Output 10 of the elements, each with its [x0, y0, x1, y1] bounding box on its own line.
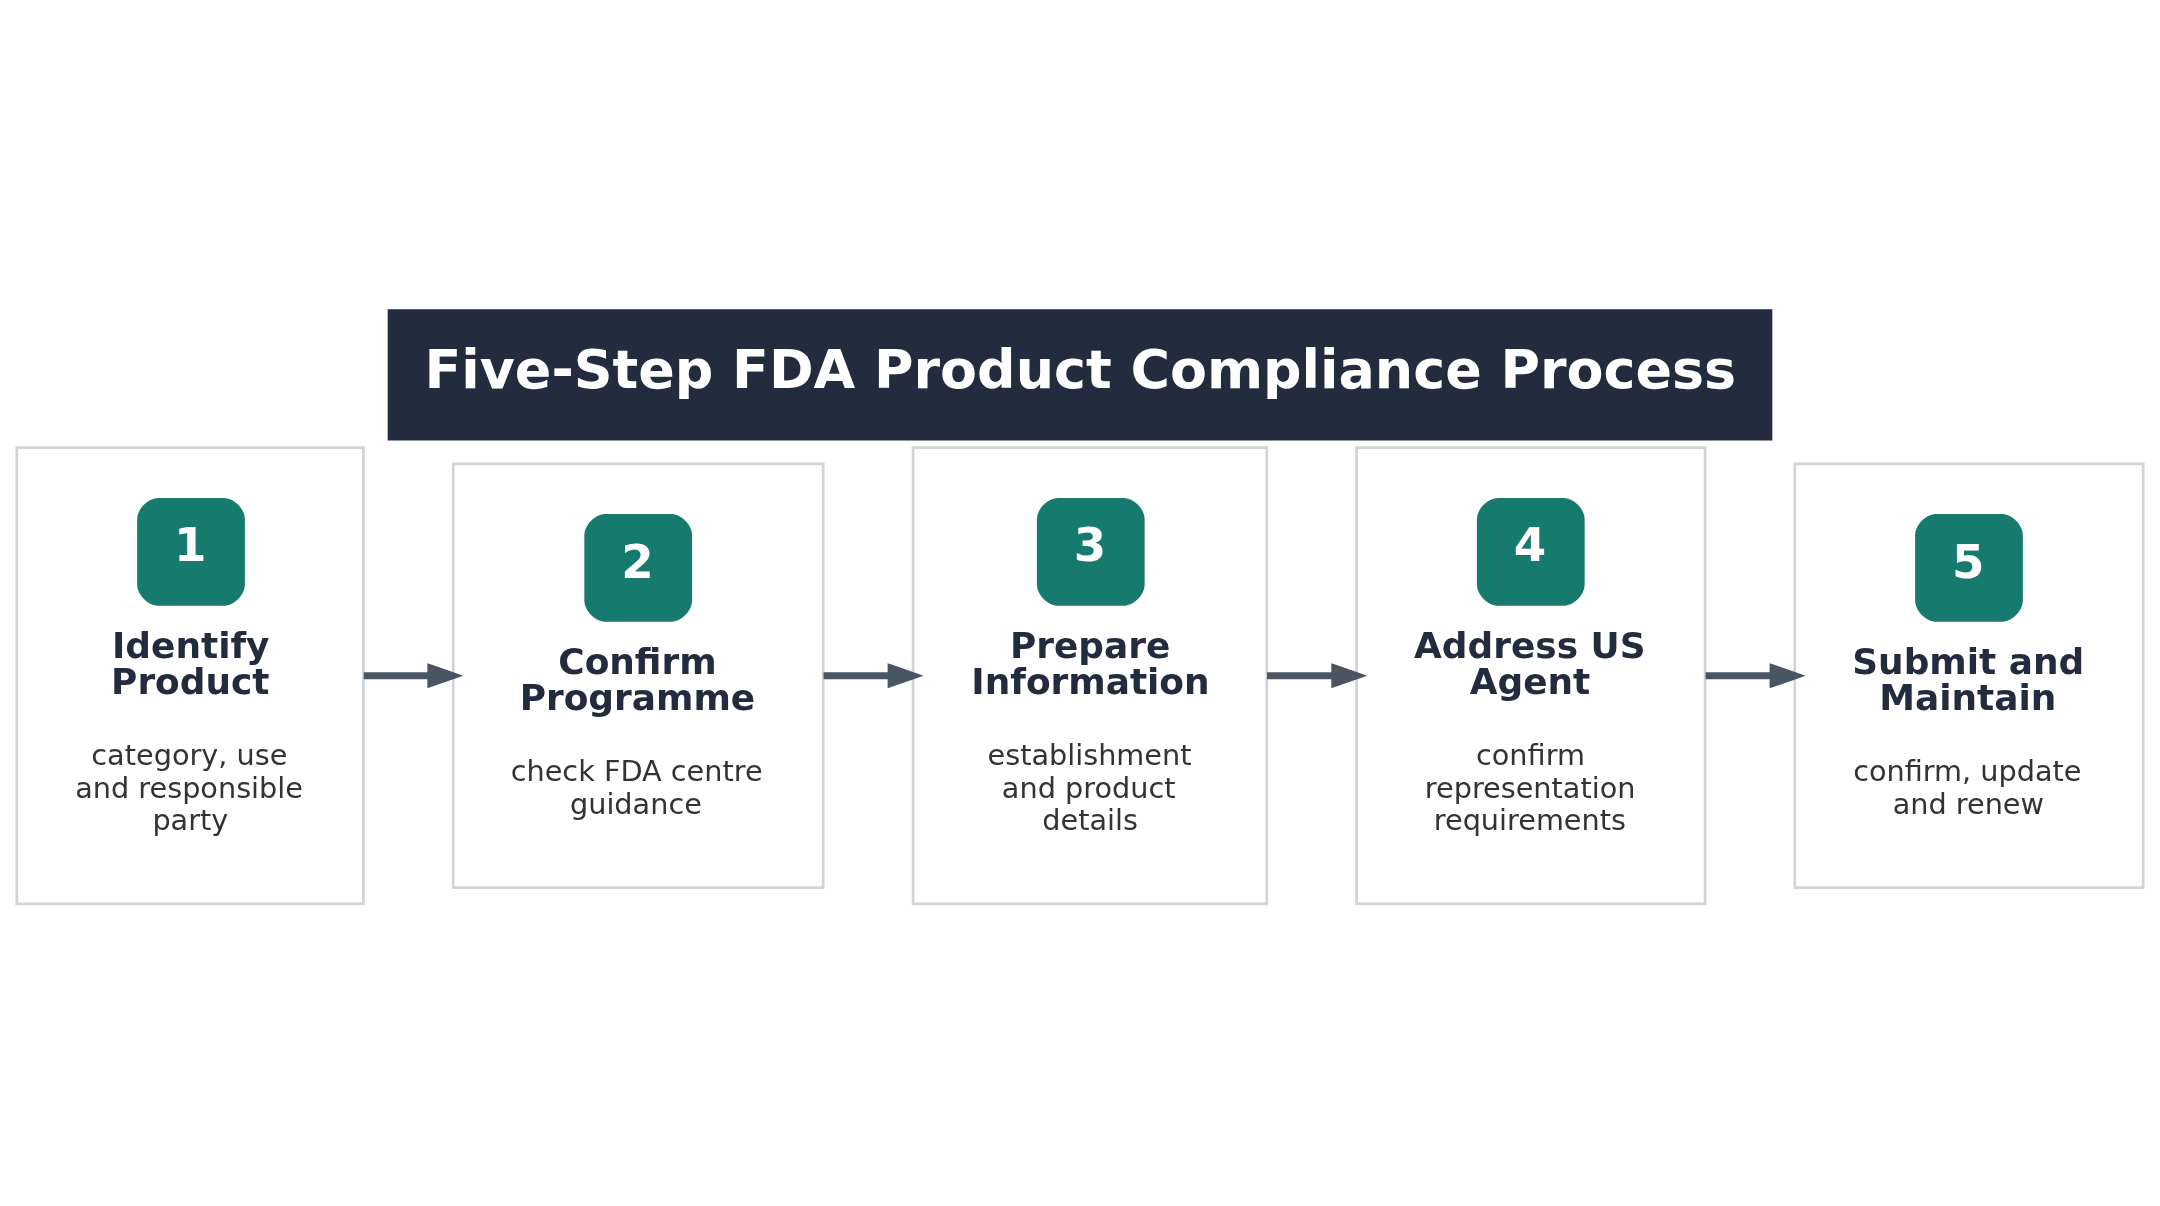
- node-box: 1 Identify Product category, use and responsible party: [15, 446, 365, 906]
- arrow: [823, 663, 924, 689]
- node-box: 3 Prepare Information establishment and product details: [911, 446, 1269, 906]
- node-box: 4 Address US Agent confirm representation requirements: [1355, 446, 1707, 906]
- arrow: [363, 663, 464, 689]
- arrow: [1705, 663, 1806, 689]
- arrow: [1267, 663, 1368, 689]
- diagram-title: Five-Step FDA Product Compliance Process: [424, 337, 1737, 401]
- node-box: 2 Confirm Programme check FDA centre guidance: [451, 462, 825, 889]
- node-box: 5 Submit and Maintain confirm, update and renew: [1793, 462, 2145, 889]
